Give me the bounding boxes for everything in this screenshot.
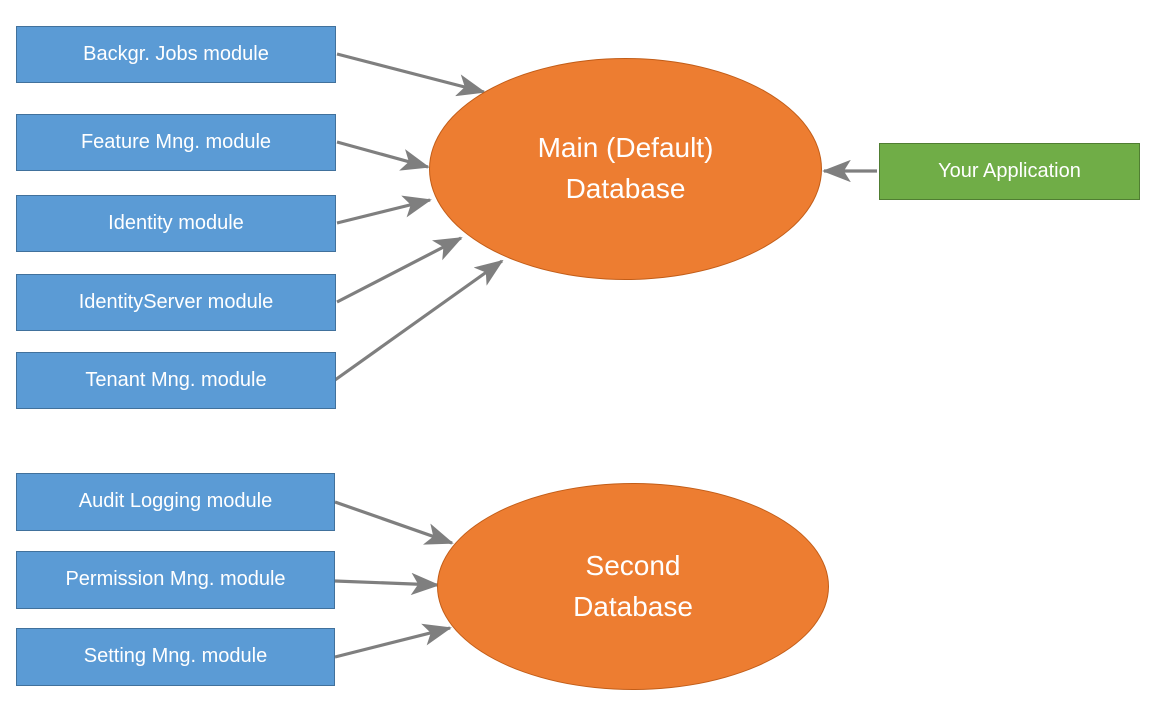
module-box-permission-management[interactable]: Permission Mng. module xyxy=(16,551,335,609)
connector-permission-mng-to-second xyxy=(334,572,440,596)
module-label: Backgr. Jobs module xyxy=(83,42,269,65)
module-label: Audit Logging module xyxy=(78,490,273,513)
connector-identity-to-main xyxy=(336,195,432,225)
module-label: Permission Mng. module xyxy=(65,568,286,591)
module-box-identity[interactable]: Identity module xyxy=(16,195,336,252)
module-box-setting-management[interactable]: Setting Mng. module xyxy=(16,628,335,686)
connector-tenant-mng-to-main xyxy=(334,259,504,382)
module-box-identityserver[interactable]: IdentityServer module xyxy=(16,274,336,331)
module-box-background-jobs[interactable]: Backgr. Jobs module xyxy=(16,26,336,83)
module-label: Feature Mng. module xyxy=(80,130,272,153)
connector-setting-mng-to-second xyxy=(334,623,452,659)
module-label: Identity module xyxy=(108,211,244,234)
connector-background-jobs-to-main xyxy=(336,52,486,97)
database-second-label: Second Database xyxy=(573,549,693,622)
database-second[interactable]: Second Database xyxy=(437,483,829,690)
module-box-audit-logging[interactable]: Audit Logging module xyxy=(16,473,335,531)
database-main[interactable]: Main (Default) Database xyxy=(429,58,822,280)
module-box-feature-management[interactable]: Feature Mng. module xyxy=(16,114,336,171)
module-label: Setting Mng. module xyxy=(83,645,268,668)
module-label: Tenant Mng. module xyxy=(85,368,267,391)
module-label: IdentityServer module xyxy=(78,290,274,313)
application-box[interactable]: Your Application xyxy=(879,143,1140,200)
connector-identityserver-to-main xyxy=(336,236,463,304)
database-main-label: Main (Default) Database xyxy=(537,132,714,204)
module-box-tenant-management[interactable]: Tenant Mng. module xyxy=(16,352,336,409)
application-label: Your Application xyxy=(938,159,1081,182)
connector-audit-logging-to-second xyxy=(334,500,454,545)
connector-feature-mng-to-main xyxy=(336,140,430,171)
